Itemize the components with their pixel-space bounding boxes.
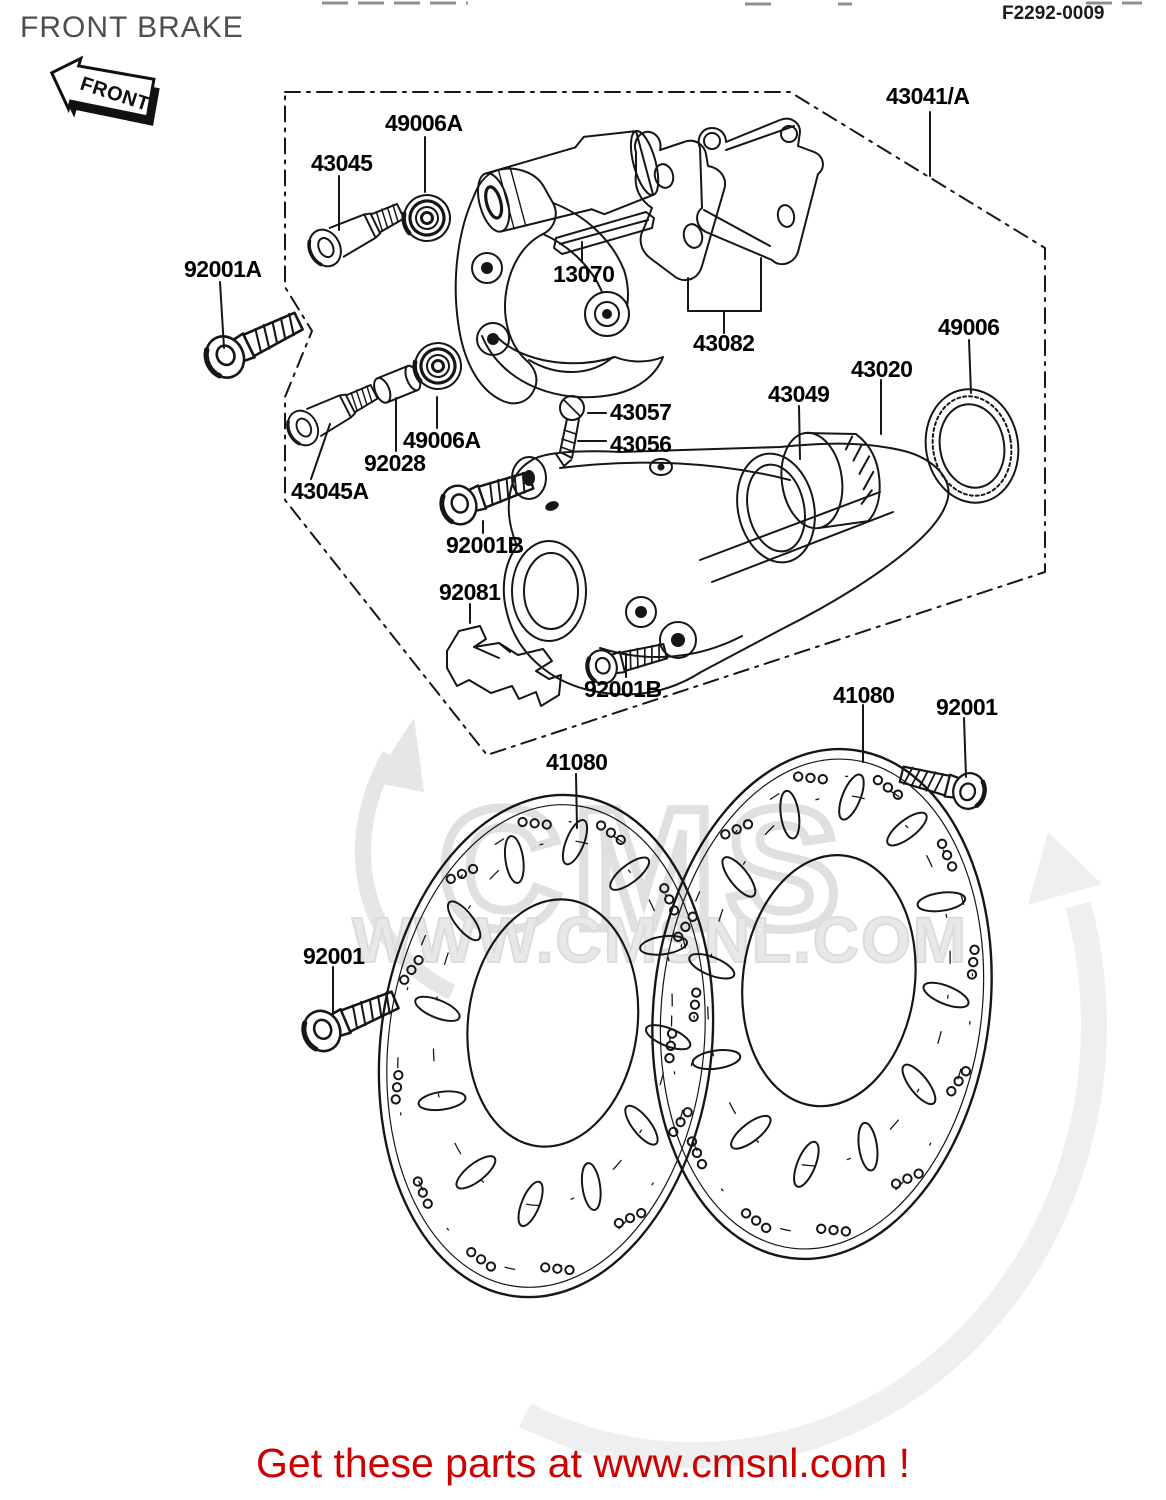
part-label-92001-left: 92001 (303, 943, 365, 969)
part-label-43020: 43020 (851, 356, 913, 382)
holder-shaft-lower-drawing (280, 373, 385, 453)
piston-drawing (780, 431, 881, 530)
dust-seal-drawing (924, 388, 1020, 504)
part-label-49006A-lower: 49006A (403, 427, 481, 453)
part-label-43082: 43082 (693, 330, 755, 356)
part-label-92001B-lower: 92001B (584, 676, 662, 702)
grommet-lower-drawing (410, 338, 467, 394)
part-label-41080-right: 41080 (833, 682, 895, 708)
part-label-13070: 13070 (553, 261, 615, 287)
front-direction-badge: FRONT (49, 55, 160, 126)
pad-spring-drawing (446, 625, 562, 707)
bolt-92001-right-drawing (897, 757, 988, 812)
caliper-holder-drawing (454, 130, 664, 405)
part-label-43045A: 43045A (291, 478, 369, 504)
caliper-body-drawing (502, 442, 950, 696)
part-label-49006A-upper: 49006A (385, 110, 463, 136)
part-label-92081: 92081 (439, 579, 501, 605)
page-title: FRONT BRAKE (20, 11, 244, 44)
pad-shim-drawing (553, 211, 655, 255)
assembly-boundary-line (284, 91, 1046, 756)
part-label-43057: 43057 (610, 399, 672, 425)
bolt-92001a-drawing (199, 302, 308, 384)
part-label-43045: 43045 (311, 150, 373, 176)
grommet-upper-drawing (399, 190, 456, 246)
bolt-92001b-upper-drawing (436, 462, 536, 529)
watermark-url-text: WWW.CMSNL.COM (352, 904, 968, 976)
leader-lines (219, 111, 972, 1013)
footer-shop-link[interactable]: Get these parts at www.cmsnl.com ! (256, 1440, 910, 1486)
bleeder-valve-drawing (555, 395, 585, 467)
part-label-92001-right: 92001 (936, 694, 998, 720)
part-label-41080-left: 41080 (546, 749, 608, 775)
part-label-43041A: 43041/A (886, 83, 970, 109)
holder-shaft-upper-drawing (301, 192, 411, 274)
part-label-92028: 92028 (364, 450, 426, 476)
watermark-logo-text: CMS (438, 773, 850, 965)
part-label-92001B-upper: 92001B (446, 532, 524, 558)
part-label-92001A: 92001A (184, 256, 262, 282)
part-label-49006: 49006 (938, 314, 1000, 340)
scan-artifact-dashes (322, 1, 1142, 6)
brake-pads-drawing (634, 117, 824, 282)
figure-code: F2292-0009 (1002, 3, 1105, 24)
cms-watermark: CMS WWW.CMSNL.COM (351, 718, 1107, 1469)
piston-seal-drawing (736, 452, 816, 564)
part-label-43049: 43049 (768, 381, 830, 407)
part-label-43056: 43056 (610, 431, 672, 457)
